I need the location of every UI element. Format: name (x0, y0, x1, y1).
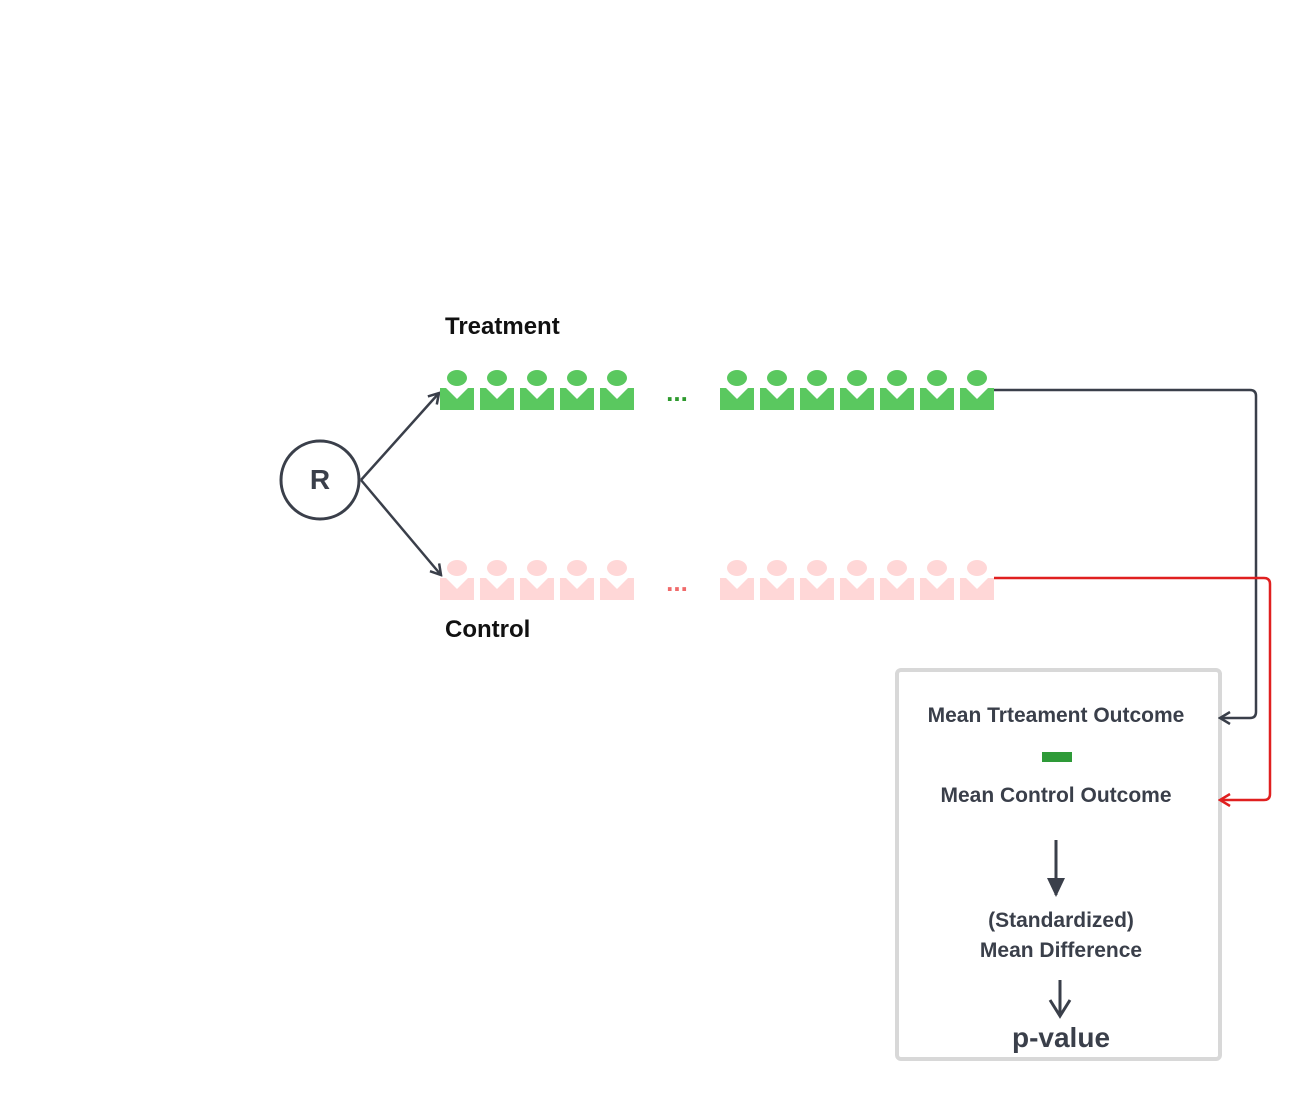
person-icon (880, 560, 914, 600)
analysis-box (895, 668, 1222, 1061)
person-icon (960, 560, 994, 600)
person-icon (440, 560, 474, 600)
treatment-label: Treatment (445, 313, 560, 340)
person-icon (520, 560, 554, 600)
treatment-outcome-text: Mean Trteament Outcome (927, 704, 1185, 727)
randomizer-label: R (309, 464, 331, 495)
control-ellipsis: ... (666, 567, 688, 597)
person-icon (560, 370, 594, 410)
treatment-ellipsis: ... (666, 377, 688, 407)
person-icon (840, 370, 874, 410)
randomizer-node (279, 439, 361, 521)
person-icon (760, 370, 794, 410)
person-icon (440, 370, 474, 410)
person-icon (520, 370, 554, 410)
standardized-text: (Standardized) (988, 909, 1134, 932)
down-arrow-2-head (1048, 999, 1072, 1019)
person-icon (800, 370, 834, 410)
person-icon (960, 370, 994, 410)
person-icon (760, 560, 794, 600)
control-group-row (440, 560, 994, 600)
person-icon (560, 560, 594, 600)
person-icon (840, 560, 874, 600)
person-icon (920, 370, 954, 410)
arrow-to-control (360, 479, 441, 575)
person-icon (480, 370, 514, 410)
person-icon (720, 560, 754, 600)
person-icon (920, 560, 954, 600)
person-icon (600, 560, 634, 600)
person-icon (720, 370, 754, 410)
control-label: Control (445, 616, 531, 643)
control-connector (994, 576, 1272, 800)
person-icon (480, 560, 514, 600)
control-outcome-text: Mean Control Outcome (940, 784, 1172, 807)
treatment-connector (994, 388, 1258, 718)
arrow-to-treatment (360, 393, 439, 481)
treatment-group-row (440, 370, 994, 410)
minus-sign (1042, 752, 1072, 762)
mean-difference-text: Mean Difference (979, 939, 1143, 962)
person-icon (880, 370, 914, 410)
person-icon (600, 370, 634, 410)
down-arrow-1-head (1047, 878, 1065, 897)
p-value-text: p-value (1011, 1022, 1111, 1053)
person-icon (800, 560, 834, 600)
